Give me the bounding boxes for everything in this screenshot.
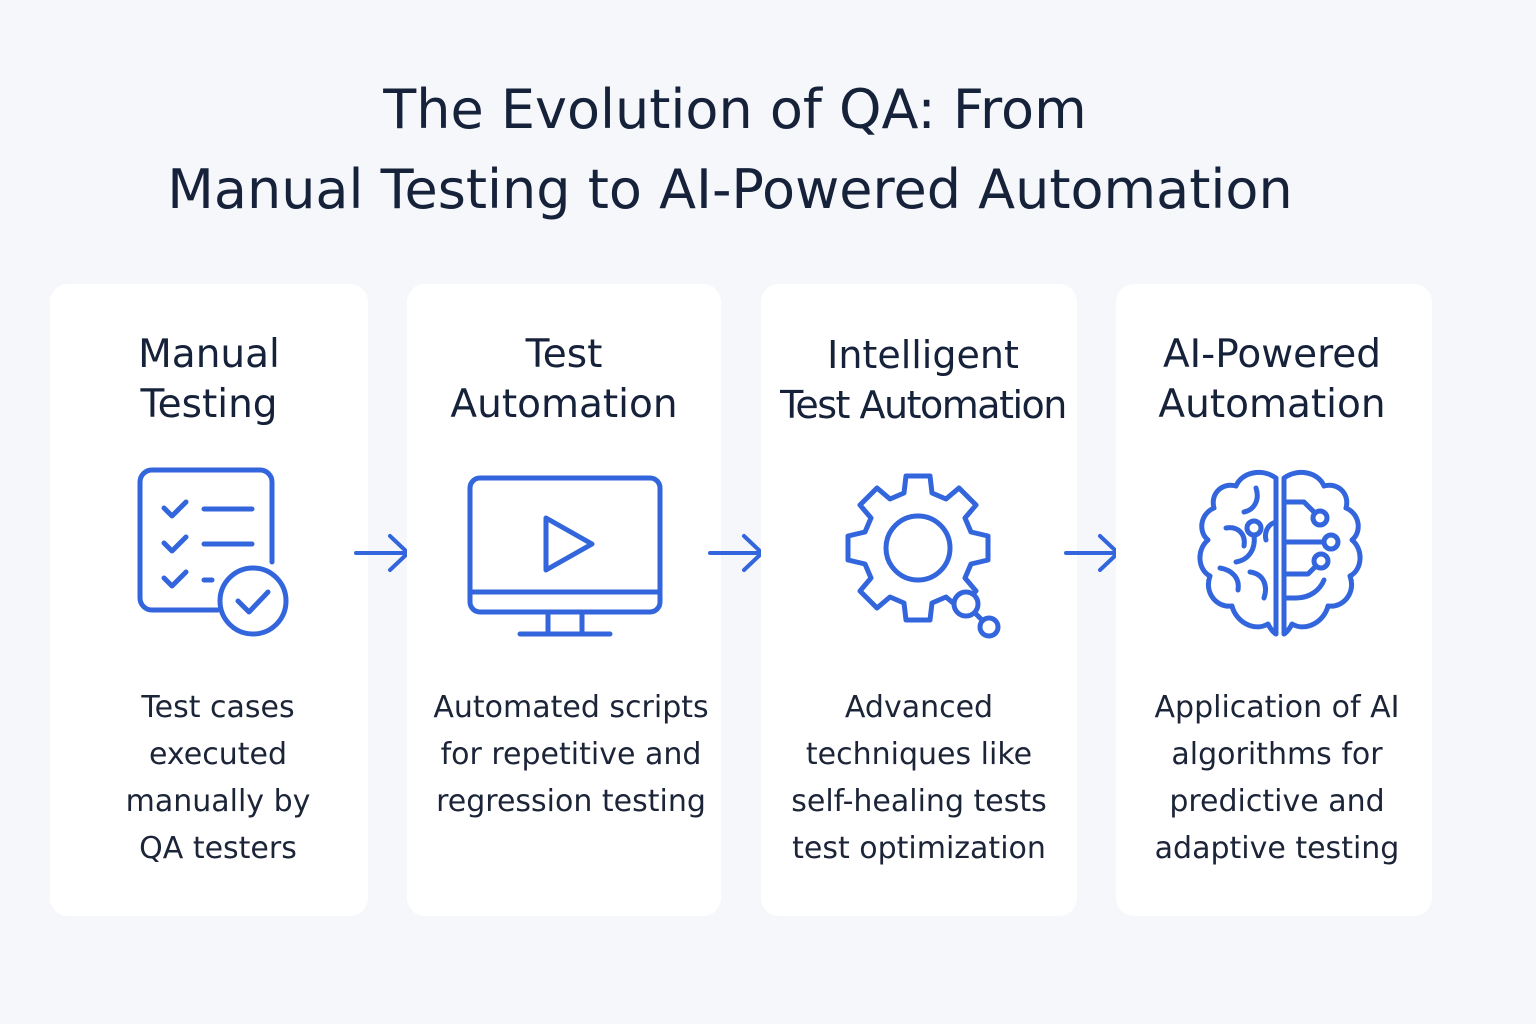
desc-line: Test cases (141, 690, 295, 725)
desc-line: executed (149, 737, 287, 772)
stage-desc-test-automation: Automated scripts for repetitive and reg… (404, 684, 738, 825)
stage-title-line: Testing (140, 382, 278, 427)
stage-title-test-automation: Test Automation (407, 330, 721, 430)
stage-desc-intelligent-test-automation: Advanced techniques like self-healing te… (761, 684, 1077, 872)
stage-title-line: Automation (450, 382, 678, 427)
desc-line: Application of AI (1154, 690, 1400, 725)
title-line-1: The Evolution of QA: From (383, 78, 1087, 141)
desc-line: QA testers (139, 831, 297, 866)
checklist-icon (130, 460, 300, 644)
stage-title-line: Test (525, 332, 603, 377)
stage-title-line: Intelligent (827, 333, 1019, 377)
stage-title-line: Manual (138, 332, 280, 377)
desc-line: predictive and (1169, 784, 1385, 819)
desc-line: techniques like (805, 737, 1033, 772)
stage-desc-manual-testing: Test cases executed manually by QA teste… (50, 684, 386, 872)
arrow-right-icon (1062, 530, 1124, 580)
stage-title-manual-testing: Manual Testing (50, 330, 368, 430)
brain-circuit-icon (1192, 466, 1368, 646)
stage-card-test-automation (407, 284, 721, 916)
stage-title-intelligent-test-automation: Intelligent Test Automation (761, 330, 1085, 430)
desc-line: adaptive testing (1154, 831, 1400, 866)
desc-line: manually by (125, 784, 311, 819)
desc-line: Advanced (844, 690, 994, 725)
stage-title-line: Test Automation (780, 383, 1067, 427)
gear-icon (842, 464, 1008, 648)
desc-line: algorithms for (1171, 737, 1383, 772)
desc-line: test optimization (792, 831, 1046, 866)
desc-line: for repetitive and (440, 737, 702, 772)
stage-title-line: AI-Powered (1162, 332, 1382, 377)
desc-line: self-healing tests (791, 784, 1047, 819)
arrow-right-icon (706, 530, 768, 580)
stage-desc-ai-powered-automation: Application of AI algorithms for predict… (1106, 684, 1448, 872)
title-line-2: Manual Testing to AI-Powered Automation (167, 158, 1293, 221)
stage-title-ai-powered-automation: AI-Powered Automation (1114, 330, 1430, 430)
stage-title-line: Automation (1158, 382, 1386, 427)
desc-line: Automated scripts (433, 690, 709, 725)
page-title: The Evolution of QA: From Manual Testing… (0, 70, 1460, 230)
stage-card-manual-testing (50, 284, 368, 916)
desc-line: regression testing (436, 784, 706, 819)
arrow-right-icon (352, 530, 414, 580)
monitor-play-icon (464, 472, 666, 648)
